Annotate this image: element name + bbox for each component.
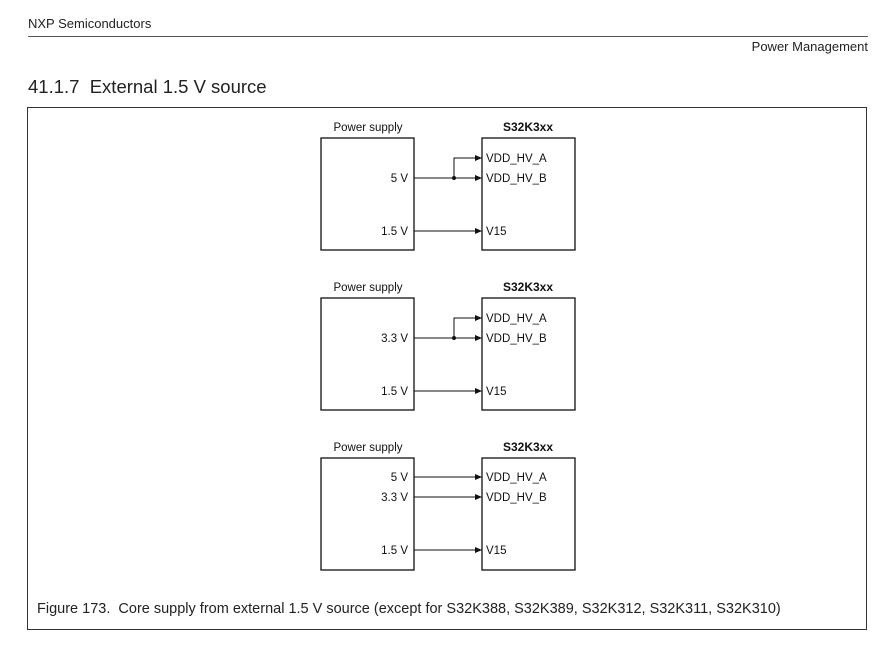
company-name: NXP Semiconductors — [28, 16, 152, 31]
diagram-1: Power supply S32K3xx 5 V 1.5 V VDD_HV_A … — [320, 120, 576, 251]
figure-frame — [27, 107, 867, 630]
figure-caption: Figure 173. Core supply from external 1.… — [37, 601, 781, 617]
voltage-label: 1.5 V — [381, 386, 408, 398]
voltage-label: 5 V — [391, 472, 409, 484]
power-supply-box-1 — [320, 137, 415, 251]
branch-line — [453, 315, 482, 338]
voltage-label: 3.3 V — [381, 333, 408, 345]
power-supply-box-3 — [320, 457, 415, 571]
section-title: 41.1.7 External 1.5 V source — [28, 76, 267, 97]
junction-dot — [452, 336, 456, 340]
supply-label-2: Power supply — [333, 282, 402, 294]
voltage-label: 1.5 V — [381, 545, 408, 557]
chip-label-2: S32K3xx — [503, 280, 553, 294]
pin-label: V15 — [486, 545, 506, 557]
power-supply-box-2 — [320, 297, 415, 411]
supply-label-3: Power supply — [333, 442, 402, 454]
pin-label: VDD_HV_B — [486, 333, 547, 345]
chip-label-1: S32K3xx — [503, 120, 553, 134]
pin-label: VDD_HV_A — [486, 472, 547, 484]
pin-label: VDD_HV_B — [486, 173, 547, 185]
chapter-title: Power Management — [751, 39, 868, 54]
voltage-label: 1.5 V — [381, 226, 408, 238]
diagram-2: Power supply S32K3xx 3.3 V 1.5 V VDD_HV_… — [320, 280, 576, 411]
pin-label: V15 — [486, 226, 506, 238]
pin-label: VDD_HV_B — [486, 492, 547, 504]
header-rule — [28, 36, 868, 37]
chip-box-1 — [481, 137, 576, 251]
diagram-3: Power supply S32K3xx 5 V 3.3 V 1.5 V VDD… — [320, 440, 576, 571]
chip-box-3 — [481, 457, 576, 571]
junction-dot — [452, 176, 456, 180]
voltage-label: 5 V — [391, 173, 409, 185]
voltage-label: 3.3 V — [381, 492, 408, 504]
supply-label-1: Power supply — [333, 122, 402, 134]
pin-label: VDD_HV_A — [486, 313, 547, 325]
pin-label: VDD_HV_A — [486, 153, 547, 165]
chip-box-2 — [481, 297, 576, 411]
pin-label: V15 — [486, 386, 506, 398]
chip-label-3: S32K3xx — [503, 440, 553, 454]
branch-line — [453, 155, 482, 178]
